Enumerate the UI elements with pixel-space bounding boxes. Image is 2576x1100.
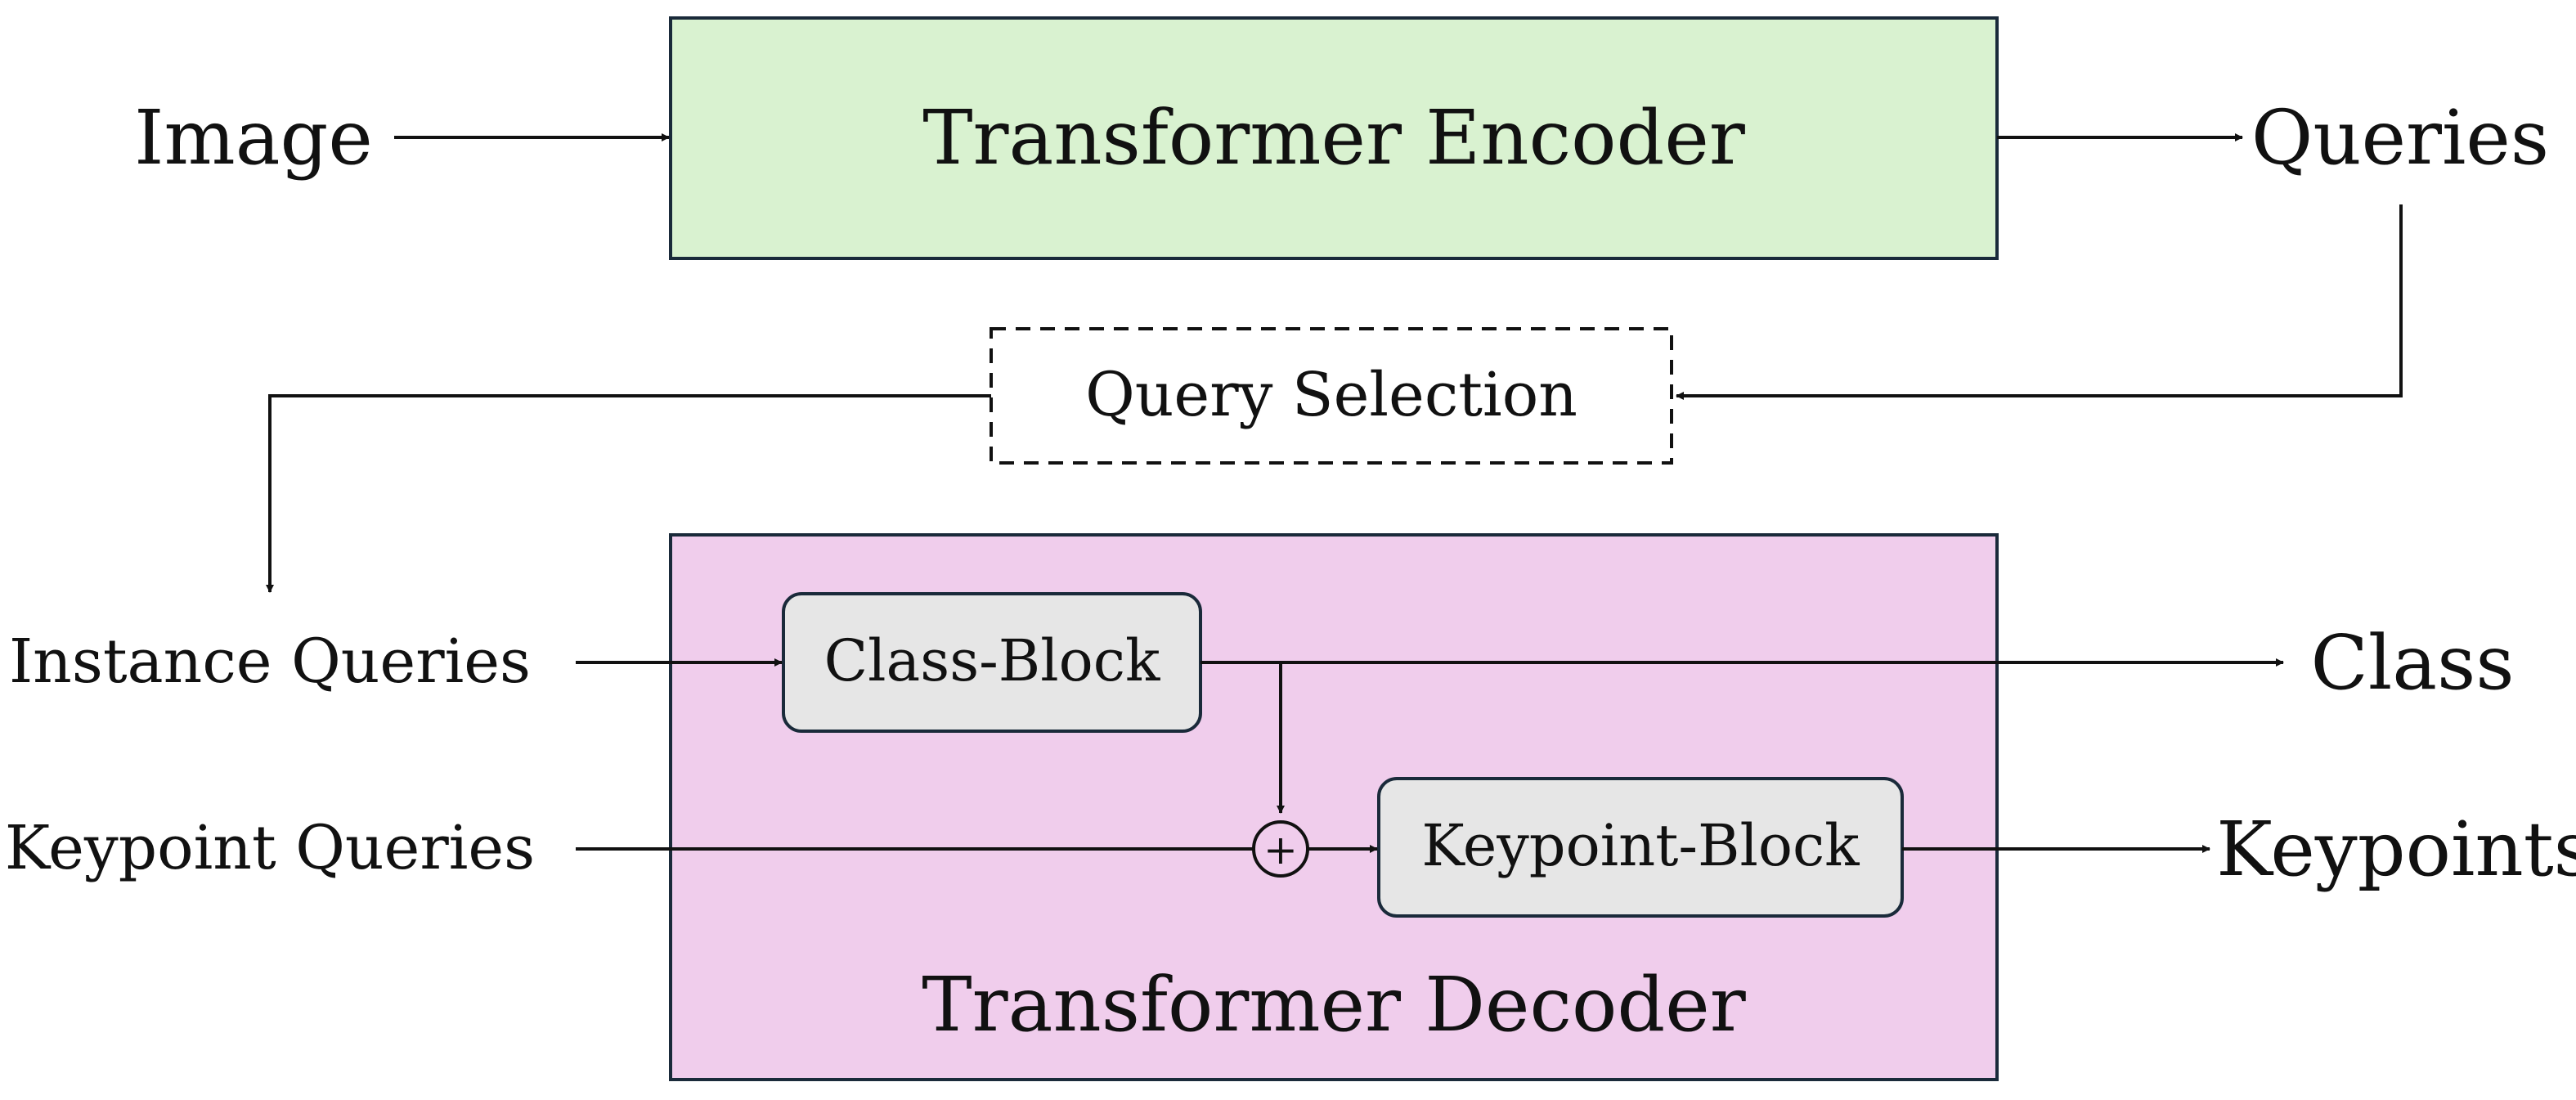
sum-node: + xyxy=(1252,820,1309,878)
queries-to-selection-arrow xyxy=(1676,204,2403,400)
encoder-box xyxy=(669,16,1999,260)
keypoint-queries-label: Keypoint Queries xyxy=(5,813,535,883)
query-selection-box xyxy=(990,327,1673,465)
selection-to-instance-arrow xyxy=(266,394,991,593)
queries-label: Queries xyxy=(2251,94,2549,182)
query-selection-label: Query Selection xyxy=(1085,360,1577,430)
instance-queries-label: Instance Queries xyxy=(9,626,531,697)
decoder-label: Transformer Decoder xyxy=(922,961,1745,1048)
class-block-label: Class-Block xyxy=(824,627,1160,694)
image-label: Image xyxy=(134,94,373,182)
keypoint-block-label: Keypoint-Block xyxy=(1421,812,1860,879)
keypoints-output-label: Keypoints xyxy=(2216,806,2576,893)
encoder-label: Transformer Encoder xyxy=(922,94,1745,182)
class-output-label: Class xyxy=(2310,619,2514,707)
plus-symbol: + xyxy=(1263,826,1298,873)
